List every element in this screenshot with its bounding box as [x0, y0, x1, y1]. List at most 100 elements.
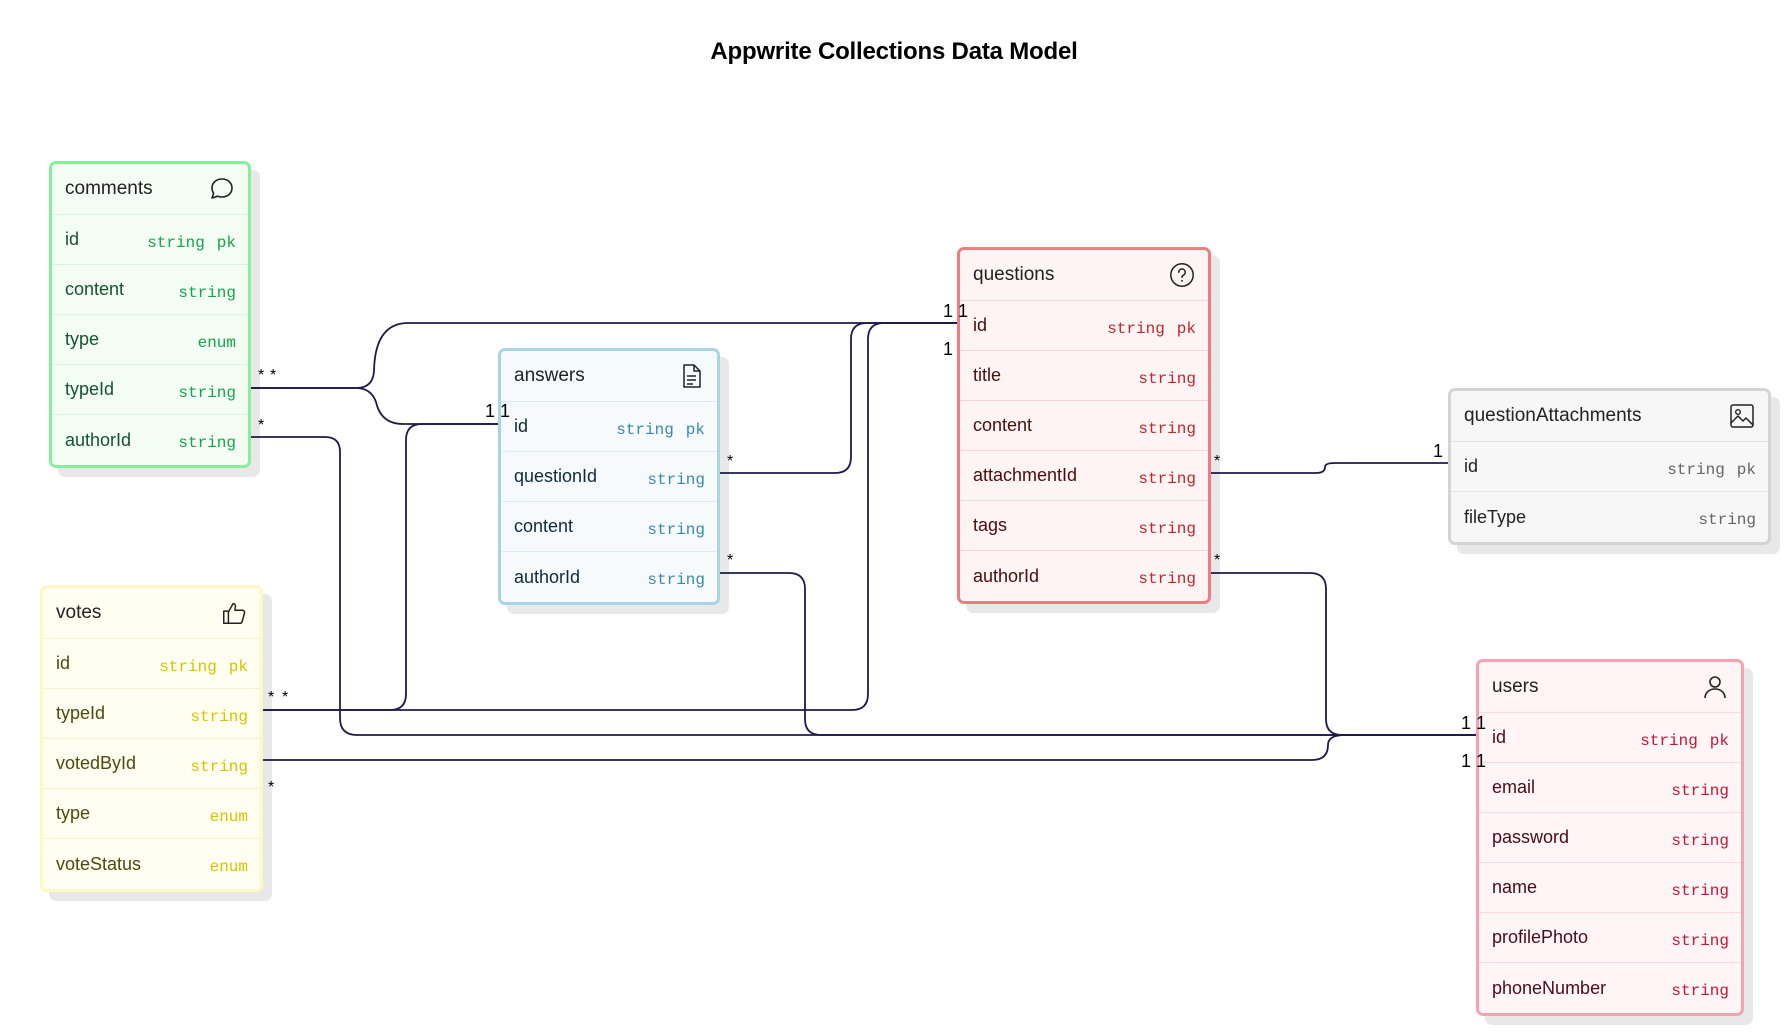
document-icon [677, 362, 705, 390]
cardinality-label: * [268, 689, 275, 706]
field-row-profilePhoto[interactable]: profilePhoto string [1479, 913, 1741, 963]
field-name: authorId [514, 566, 581, 587]
field-key-badge: pk [1709, 731, 1729, 750]
field-name: profilePhoto [1492, 927, 1589, 947]
cardinality-label: * [727, 453, 734, 470]
field-row-content[interactable]: content string [960, 401, 1208, 451]
relation-line [242, 436, 1482, 736]
relation-line [242, 387, 503, 425]
field-type: string [1107, 319, 1165, 338]
cardinality-label: * [268, 779, 275, 796]
field-name: id [1464, 456, 1479, 476]
field-row-id[interactable]: id string pk [52, 215, 248, 265]
field-type: string [1671, 931, 1729, 950]
field-type: enum [197, 333, 236, 352]
thumbs-up-icon [220, 599, 248, 627]
entity-header: questionAttachments [1451, 391, 1768, 442]
field-type: string [190, 707, 248, 726]
image-icon [1728, 402, 1756, 430]
cardinality-label: 1 [1476, 713, 1487, 733]
field-name: votedById [56, 753, 137, 773]
entity-name: questionAttachments [1464, 405, 1642, 426]
field-type: string [178, 283, 236, 302]
field-name: id [56, 653, 71, 673]
relation-line [254, 734, 1482, 761]
user-icon [1701, 673, 1729, 701]
relation-line [710, 322, 962, 474]
field-name: id [973, 315, 988, 335]
field-type: string [1640, 731, 1698, 750]
relation-line [1201, 462, 1454, 474]
field-key-badge: pk [1176, 319, 1196, 338]
field-name: name [1492, 877, 1538, 897]
field-name: typeId [65, 379, 115, 399]
field-row-attachmentId[interactable]: attachmentId string [960, 451, 1208, 501]
field-name: id [1492, 727, 1507, 747]
field-name: questionId [514, 466, 598, 486]
field-name: authorId [65, 429, 132, 450]
field-type: string [147, 233, 205, 252]
field-type: string [647, 571, 705, 589]
field-row-id[interactable]: id string pk [1479, 713, 1741, 763]
field-name: authorId [973, 565, 1040, 586]
field-name: id [65, 229, 80, 249]
field-row-typeId[interactable]: typeId string [43, 689, 260, 739]
field-type: string [1671, 982, 1729, 1000]
entity-header: comments [52, 164, 248, 215]
field-type: string [1671, 831, 1729, 850]
field-name: content [65, 279, 125, 299]
cardinality-label: 1 [1476, 751, 1487, 771]
entity-name: users [1492, 676, 1539, 697]
entity-header: answers [501, 351, 717, 402]
entity-name: comments [65, 178, 153, 199]
field-row-id[interactable]: id string pk [960, 301, 1208, 351]
field-name: title [973, 365, 1002, 385]
field-type: string [159, 657, 217, 676]
field-row-authorId[interactable]: authorId string [501, 552, 717, 602]
cardinality-label: 1 [1433, 441, 1444, 461]
question-circle-icon [1168, 261, 1196, 289]
field-row-password[interactable]: password string [1479, 813, 1741, 863]
field-name: fileType [1464, 506, 1527, 527]
field-name: typeId [56, 703, 106, 723]
field-row-content[interactable]: content string [52, 265, 248, 315]
field-key-badge: pk [685, 420, 705, 439]
field-key-badge: pk [216, 233, 236, 252]
field-name: password [1492, 827, 1570, 847]
field-type: string [647, 520, 705, 539]
field-name: type [56, 803, 91, 823]
field-type: string [1138, 519, 1196, 538]
field-type: string [616, 420, 674, 439]
field-name: phoneNumber [1492, 977, 1607, 998]
field-name: voteStatus [56, 853, 142, 874]
field-type: string [1138, 469, 1196, 488]
field-name: attachmentId [973, 465, 1078, 485]
cardinality-label: 1 [485, 401, 496, 421]
field-row-phoneNumber[interactable]: phoneNumber string [1479, 963, 1741, 1013]
field-type: string [1138, 419, 1196, 438]
field-name: content [973, 415, 1033, 435]
